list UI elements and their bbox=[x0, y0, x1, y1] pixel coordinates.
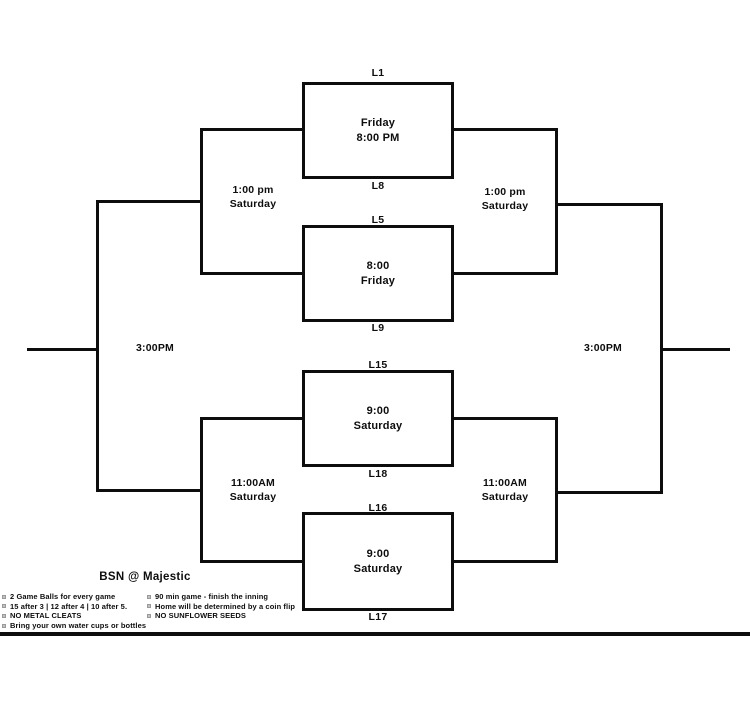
bracket-line bbox=[96, 200, 99, 492]
rule-item: Home will be determined by a coin flip bbox=[147, 602, 327, 612]
game4-time-line2: Saturday bbox=[353, 562, 403, 575]
game2-time-line1: 8:00 bbox=[366, 260, 390, 272]
left-final-time-label: 3:00PM bbox=[136, 342, 174, 354]
rule-item: 15 after 3 | 12 after 4 | 10 after 5. bbox=[2, 602, 147, 612]
bracket-line bbox=[454, 417, 558, 420]
bracket-line bbox=[200, 417, 302, 420]
left-semifinal-bottom-day: Saturday bbox=[229, 490, 277, 503]
left-semifinal-bottom-time: 11:00AM bbox=[230, 477, 275, 489]
bracket-line bbox=[200, 560, 302, 563]
rule-text: Bring your own water cups or bottles bbox=[10, 620, 147, 630]
bracket-line bbox=[555, 203, 662, 206]
checkbox-icon bbox=[147, 604, 151, 609]
game4-bottom-seed-label: L17 bbox=[368, 611, 388, 623]
bracket-line bbox=[200, 128, 302, 131]
left-semifinal-bottom-time-label: 11:00AM Saturday bbox=[201, 477, 305, 504]
game3-box: 9:00 Saturday bbox=[302, 370, 454, 467]
bracket-line bbox=[96, 489, 200, 492]
game3-time-line1: 9:00 bbox=[366, 405, 390, 417]
rule-item: Bring your own water cups or bottles bbox=[2, 621, 147, 631]
rule-text: Home will be determined by a coin flip bbox=[155, 601, 296, 611]
rule-text: 90 min game - finish the inning bbox=[155, 592, 269, 601]
right-semifinal-bottom-day: Saturday bbox=[481, 490, 529, 503]
event-title: BSN @ Majestic bbox=[99, 571, 191, 583]
right-final-time-label: 3:00PM bbox=[584, 342, 622, 354]
right-semifinal-bottom-time: 11:00AM bbox=[482, 477, 527, 489]
checkbox-icon bbox=[147, 594, 151, 599]
game1-time-line2: 8:00 PM bbox=[356, 131, 400, 144]
game2-bottom-seed-label: L9 bbox=[371, 322, 385, 334]
game2-time-line2: Friday bbox=[360, 274, 396, 287]
bracket-line bbox=[27, 348, 96, 351]
bracket-line bbox=[96, 200, 200, 203]
game1-bottom-seed-label: L8 bbox=[371, 180, 385, 192]
checkbox-icon bbox=[147, 613, 151, 618]
rule-text: NO METAL CLEATS bbox=[10, 611, 82, 621]
left-semifinal-day: Saturday bbox=[229, 197, 277, 210]
game1-box: Friday 8:00 PM bbox=[302, 82, 454, 179]
bracket-line bbox=[555, 417, 558, 563]
bracket-line bbox=[200, 128, 203, 275]
left-semifinal-time-label: 1:00 pm Saturday bbox=[201, 184, 305, 211]
rule-item: NO SUNFLOWER SEEDS bbox=[147, 611, 327, 621]
bracket-line bbox=[454, 128, 558, 131]
checkbox-icon bbox=[2, 594, 6, 599]
page-bottom-divider bbox=[0, 632, 750, 636]
game3-bottom-seed-label: L18 bbox=[368, 468, 388, 480]
rule-text: 15 after 3 | 12 after 4 | 10 after 5. bbox=[10, 601, 128, 611]
bracket-line bbox=[454, 272, 558, 275]
game3-top-seed-label: L15 bbox=[368, 359, 388, 371]
right-semifinal-time-label: 1:00 pm Saturday bbox=[453, 186, 557, 213]
right-semifinal-bottom-time-label: 11:00AM Saturday bbox=[453, 477, 557, 504]
right-semifinal-time: 1:00 pm bbox=[484, 186, 526, 198]
game3-time-line2: Saturday bbox=[353, 419, 403, 432]
game4-box: 9:00 Saturday bbox=[302, 512, 454, 611]
game4-top-seed-label: L16 bbox=[368, 502, 388, 514]
left-semifinal-time: 1:00 pm bbox=[232, 184, 274, 196]
game2-box: 8:00 Friday bbox=[302, 225, 454, 322]
rules-list-right: 90 min game - finish the inning Home wil… bbox=[147, 592, 327, 621]
bracket-line bbox=[200, 272, 302, 275]
bracket-line bbox=[454, 560, 558, 563]
rule-text: NO SUNFLOWER SEEDS bbox=[155, 611, 246, 621]
game2-top-seed-label: L5 bbox=[371, 214, 385, 226]
checkbox-icon bbox=[2, 604, 6, 609]
rules-list-left: 2 Game Balls for every game 15 after 3 |… bbox=[2, 592, 147, 630]
bracket-line bbox=[200, 417, 203, 563]
checkbox-icon bbox=[2, 613, 6, 618]
game4-time-line1: 9:00 bbox=[366, 548, 390, 560]
bracket-line bbox=[555, 491, 662, 494]
bracket-line bbox=[660, 348, 730, 351]
rule-item: 90 min game - finish the inning bbox=[147, 592, 327, 602]
right-semifinal-day: Saturday bbox=[481, 199, 529, 212]
checkbox-icon bbox=[2, 623, 6, 628]
rule-item: NO METAL CLEATS bbox=[2, 611, 147, 621]
rule-item: 2 Game Balls for every game bbox=[2, 592, 147, 602]
game1-time-line1: Friday bbox=[360, 117, 396, 129]
rule-text: 2 Game Balls for every game bbox=[10, 592, 116, 601]
bracket-line bbox=[555, 128, 558, 275]
game1-top-seed-label: L1 bbox=[371, 67, 385, 79]
